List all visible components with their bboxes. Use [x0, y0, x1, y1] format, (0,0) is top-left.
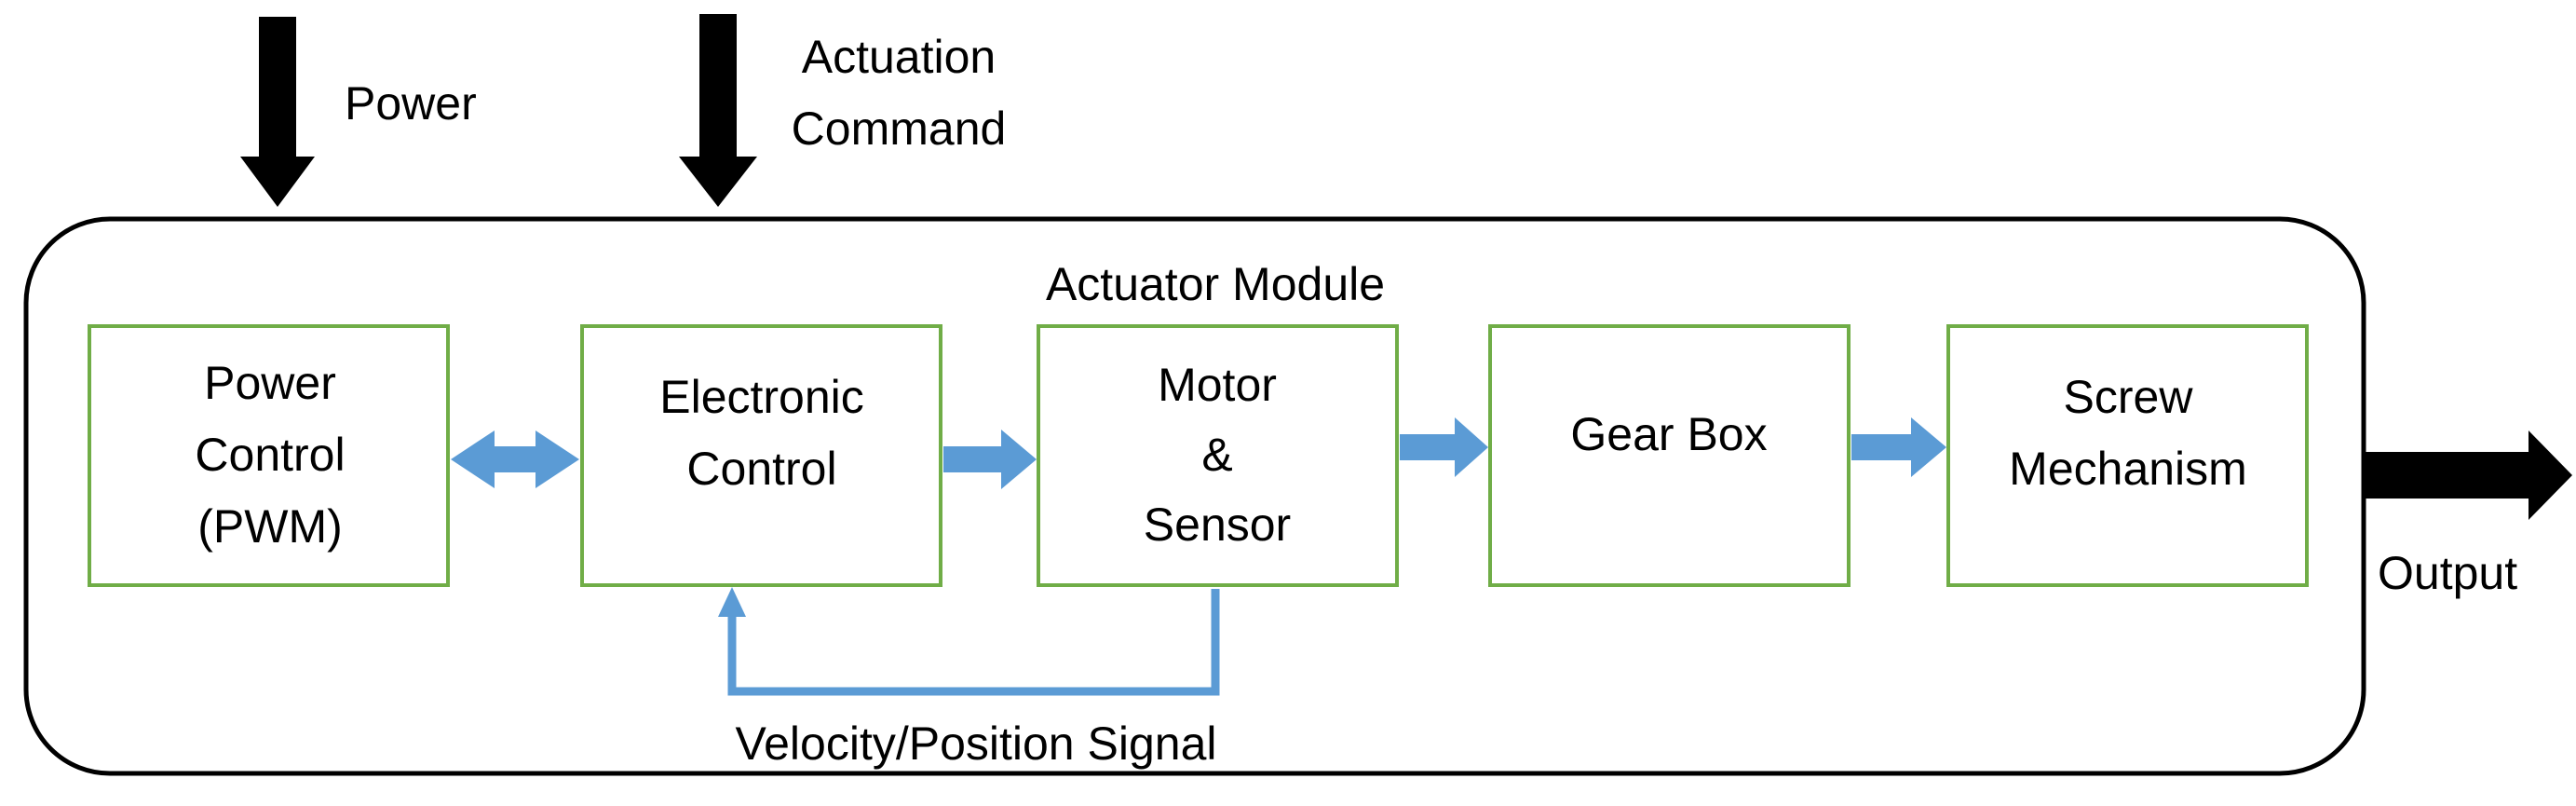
feedback-arrowhead: [718, 587, 746, 617]
feedback-signal-label: Velocity/Position Signal: [736, 717, 1217, 770]
screw-mechanism-label-line2: Mechanism: [2009, 443, 2247, 495]
module-title: Actuator Module: [1046, 258, 1385, 310]
output-label: Output: [2378, 547, 2517, 599]
power-control-block: [88, 324, 450, 587]
power-electronic-bidirectional-arrow: [451, 430, 579, 488]
actuation-command-label-line2: Command: [792, 102, 1007, 155]
motor-sensor-label-line1: Motor: [1158, 359, 1277, 411]
motor-sensor-label-line3: Sensor: [1144, 499, 1291, 551]
power-input-arrow: [240, 17, 315, 207]
screw-mechanism-block: [1946, 324, 2309, 587]
actuation-command-label-line1: Actuation: [802, 31, 996, 83]
gearbox-to-screw-arrow: [1851, 417, 1946, 477]
electronic-control-label-line1: Electronic: [659, 371, 864, 423]
power-control-label-line2: Control: [195, 429, 345, 481]
power-input-label: Power: [345, 77, 477, 130]
gear-box-label: Gear Box: [1570, 408, 1767, 460]
screw-mechanism-label-line1: Screw: [2064, 371, 2194, 423]
electronic-control-label-line2: Control: [686, 443, 836, 495]
electronic-control-block: [580, 324, 942, 587]
power-control-label-line3: (PWM): [197, 500, 343, 553]
electronic-to-motor-arrow: [943, 430, 1037, 489]
actuation-command-input-arrow: [679, 14, 757, 207]
motor-sensor-block: [1037, 324, 1399, 587]
motor-sensor-label-line2: &: [1201, 429, 1232, 481]
motor-to-gearbox-arrow: [1400, 417, 1488, 477]
gear-box-block: [1488, 324, 1851, 587]
power-control-label-line1: Power: [204, 357, 336, 409]
output-arrow: [2364, 430, 2572, 520]
feedback-loop-line: [727, 589, 1220, 696]
